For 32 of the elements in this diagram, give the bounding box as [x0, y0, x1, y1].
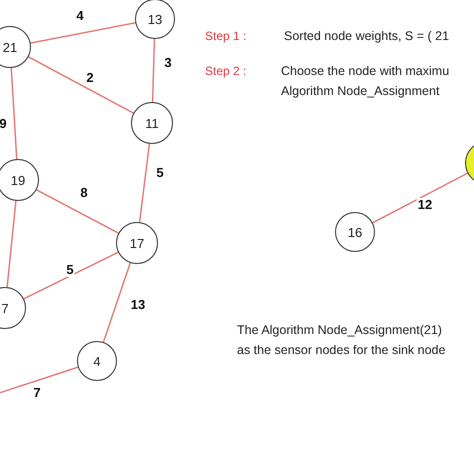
edge-line	[10, 68, 18, 160]
edge-label: 5	[155, 166, 165, 180]
description-text: as the sensor nodes for the sink node	[237, 343, 446, 357]
step-label: Step 2 :	[205, 64, 246, 78]
edge-line	[372, 172, 468, 224]
edge-line	[152, 38, 156, 102]
node-circle: 4	[77, 341, 117, 381]
edge-line	[30, 22, 136, 44]
edge-label: 3	[163, 56, 173, 70]
edge-label: 13	[130, 298, 146, 312]
edge-line	[36, 189, 119, 234]
edge-label: 5	[65, 262, 75, 278]
edge-line	[24, 252, 118, 300]
edge-label: 9	[0, 116, 8, 132]
description-text: Choose the node with maximu	[281, 64, 450, 78]
edge-line	[28, 56, 134, 114]
node-circle: 16	[335, 212, 375, 252]
step-label: Step 1 :	[205, 29, 246, 43]
edge-line	[6, 200, 17, 288]
node-circle: 11	[131, 102, 173, 144]
edge-line	[138, 144, 150, 222]
description-text: The Algorithm Node_Assignment(21)	[237, 323, 442, 337]
edge-label: 8	[79, 186, 89, 200]
node-circle: 7	[0, 287, 26, 329]
node-circle: 13	[135, 0, 175, 39]
node-circle: 21	[0, 26, 31, 68]
node-circle: 17	[116, 222, 158, 264]
description-text: Algorithm Node_Assignment	[281, 84, 440, 98]
description-text: Sorted node weights, S = ( 21	[284, 29, 450, 43]
node-circle: 19	[0, 159, 39, 201]
edge-line	[0, 366, 78, 395]
edge-line	[102, 262, 131, 342]
